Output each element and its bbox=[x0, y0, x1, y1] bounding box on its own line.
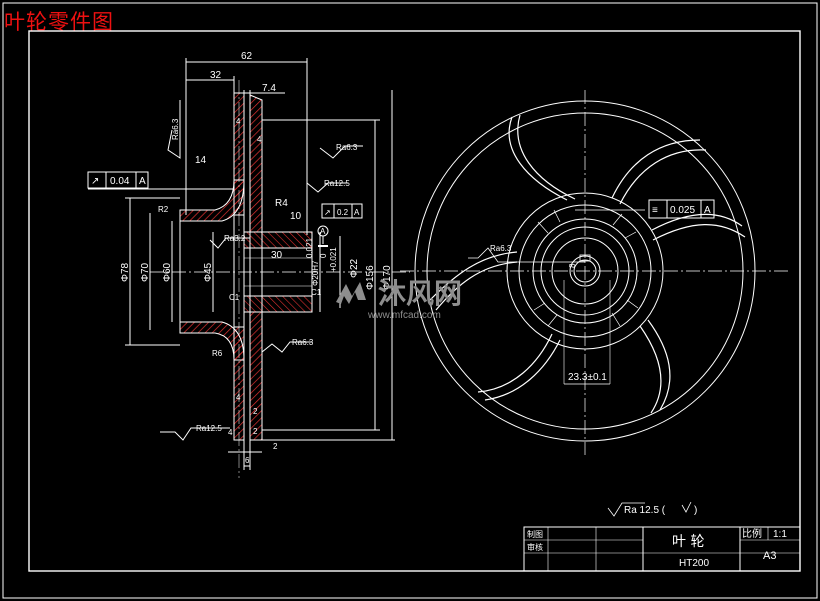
general-roughness-text: Ra 12.5 ( bbox=[624, 505, 666, 516]
dim-30: 30 bbox=[271, 250, 283, 261]
drawn-label: 制图 bbox=[527, 529, 543, 539]
checked-label: 审核 bbox=[527, 542, 543, 552]
title-block bbox=[523, 526, 801, 572]
watermark: 沐风网 www.mfcad.com bbox=[336, 277, 462, 321]
watermark-brand: 沐风网 bbox=[378, 277, 462, 310]
dim-14: 14 bbox=[195, 155, 207, 166]
dim-4-c: 4 bbox=[236, 393, 241, 402]
dim-c1-right: C1 bbox=[311, 288, 322, 297]
dim-dia-170: Φ170 bbox=[382, 265, 393, 290]
dim-4-b: 4 bbox=[257, 135, 262, 144]
dim-bore-h7: Φ20H7 bbox=[311, 260, 320, 286]
tolerance-value: 0.2 bbox=[337, 208, 349, 217]
tolerance-datum: A bbox=[139, 176, 146, 187]
tolerance-frame-runout-1: ↗ 0.04 A bbox=[87, 171, 149, 189]
dim-2-a: 2 bbox=[253, 407, 258, 416]
dim-dia-45: Φ45 bbox=[203, 262, 214, 282]
tolerance-frame-symmetry: ≡ 0.025 A bbox=[648, 199, 715, 219]
roughness-r12-bottom: Ra12.5 bbox=[196, 424, 222, 433]
roughness-top: Ra6.3 bbox=[336, 143, 358, 152]
dim-r4: R4 bbox=[275, 198, 288, 209]
tolerance-value: 0.04 bbox=[110, 176, 130, 187]
dim-32: 32 bbox=[210, 70, 222, 81]
dim-6: 6 bbox=[245, 456, 250, 465]
dim-62: 62 bbox=[241, 51, 253, 62]
roughness-bottom: Ra6.3 bbox=[292, 338, 314, 347]
dim-8: 8 bbox=[568, 263, 577, 268]
scale-label: 比例 bbox=[742, 527, 762, 540]
roughness-front: Ra6.3 bbox=[490, 244, 512, 253]
dim-23-3: 23.3±0.1 bbox=[568, 372, 607, 383]
dim-r6: R6 bbox=[212, 349, 223, 358]
datum-label: A bbox=[320, 227, 326, 236]
section-dims: 62 32 7.4 14 R4 10 30 Φ78 Φ70 Φ60 Φ45 Φ1… bbox=[120, 51, 393, 465]
general-roughness-suffix: ) bbox=[694, 505, 697, 516]
title-block-text: 制图 审核 叶 轮 HT200 比例 1:1 A3 bbox=[527, 527, 787, 569]
part-name: 叶 轮 bbox=[672, 534, 704, 550]
tolerance-symbol: ↗ bbox=[324, 208, 331, 217]
tolerance-frame-runout-2: ↗ 0.2 A bbox=[321, 203, 363, 219]
dim-c1-left: C1 bbox=[229, 293, 240, 302]
dim-10: 10 bbox=[290, 211, 302, 222]
dim-dia-22: Φ22 bbox=[349, 258, 360, 278]
dim-2-c: 2 bbox=[253, 427, 258, 436]
dim-dia-78: Φ78 bbox=[120, 262, 131, 282]
watermark-url: www.mfcad.com bbox=[367, 310, 441, 321]
dim-4-d: 4 bbox=[228, 428, 233, 437]
dim-r2: R2 bbox=[158, 205, 169, 214]
dim-dia-60: Φ60 bbox=[162, 262, 173, 282]
dim-bore-lower: 0 bbox=[319, 253, 328, 258]
roughness-r12-top: Ra12.5 bbox=[324, 179, 350, 188]
tolerance-datum: A bbox=[354, 208, 360, 217]
dim-bore-tol: +0.021 bbox=[329, 247, 338, 272]
material: HT200 bbox=[679, 558, 709, 569]
dim-4-a: 4 bbox=[236, 117, 241, 126]
page-title: 叶轮零件图 bbox=[4, 10, 114, 34]
dim-bore-upper: 0.021 bbox=[305, 237, 314, 258]
dim-7-4: 7.4 bbox=[262, 83, 276, 94]
front-view-annotations: Ra6.3 23.3±0.1 8 ≡ 0.025 A bbox=[490, 199, 715, 383]
general-roughness-note: Ra 12.5 ( ) bbox=[607, 501, 697, 517]
tolerance-value: 0.025 bbox=[670, 205, 695, 216]
impeller-blades bbox=[429, 114, 746, 414]
tolerance-symbol: ≡ bbox=[652, 205, 658, 216]
roughness-r3-2: Ra3.2 bbox=[224, 234, 246, 243]
sheet-size: A3 bbox=[763, 550, 776, 562]
dim-dia-70: Φ70 bbox=[140, 262, 151, 282]
inner-frame bbox=[28, 30, 801, 572]
dim-dia-156: Φ156 bbox=[365, 265, 376, 290]
roughness-left: Ra6.3 bbox=[171, 118, 180, 140]
scale-value: 1:1 bbox=[773, 529, 787, 540]
section-view bbox=[88, 58, 410, 478]
dim-2-b: 2 bbox=[273, 442, 278, 451]
tolerance-datum: A bbox=[704, 205, 711, 216]
front-view bbox=[400, 90, 790, 455]
tolerance-symbol: ↗ bbox=[91, 176, 99, 187]
